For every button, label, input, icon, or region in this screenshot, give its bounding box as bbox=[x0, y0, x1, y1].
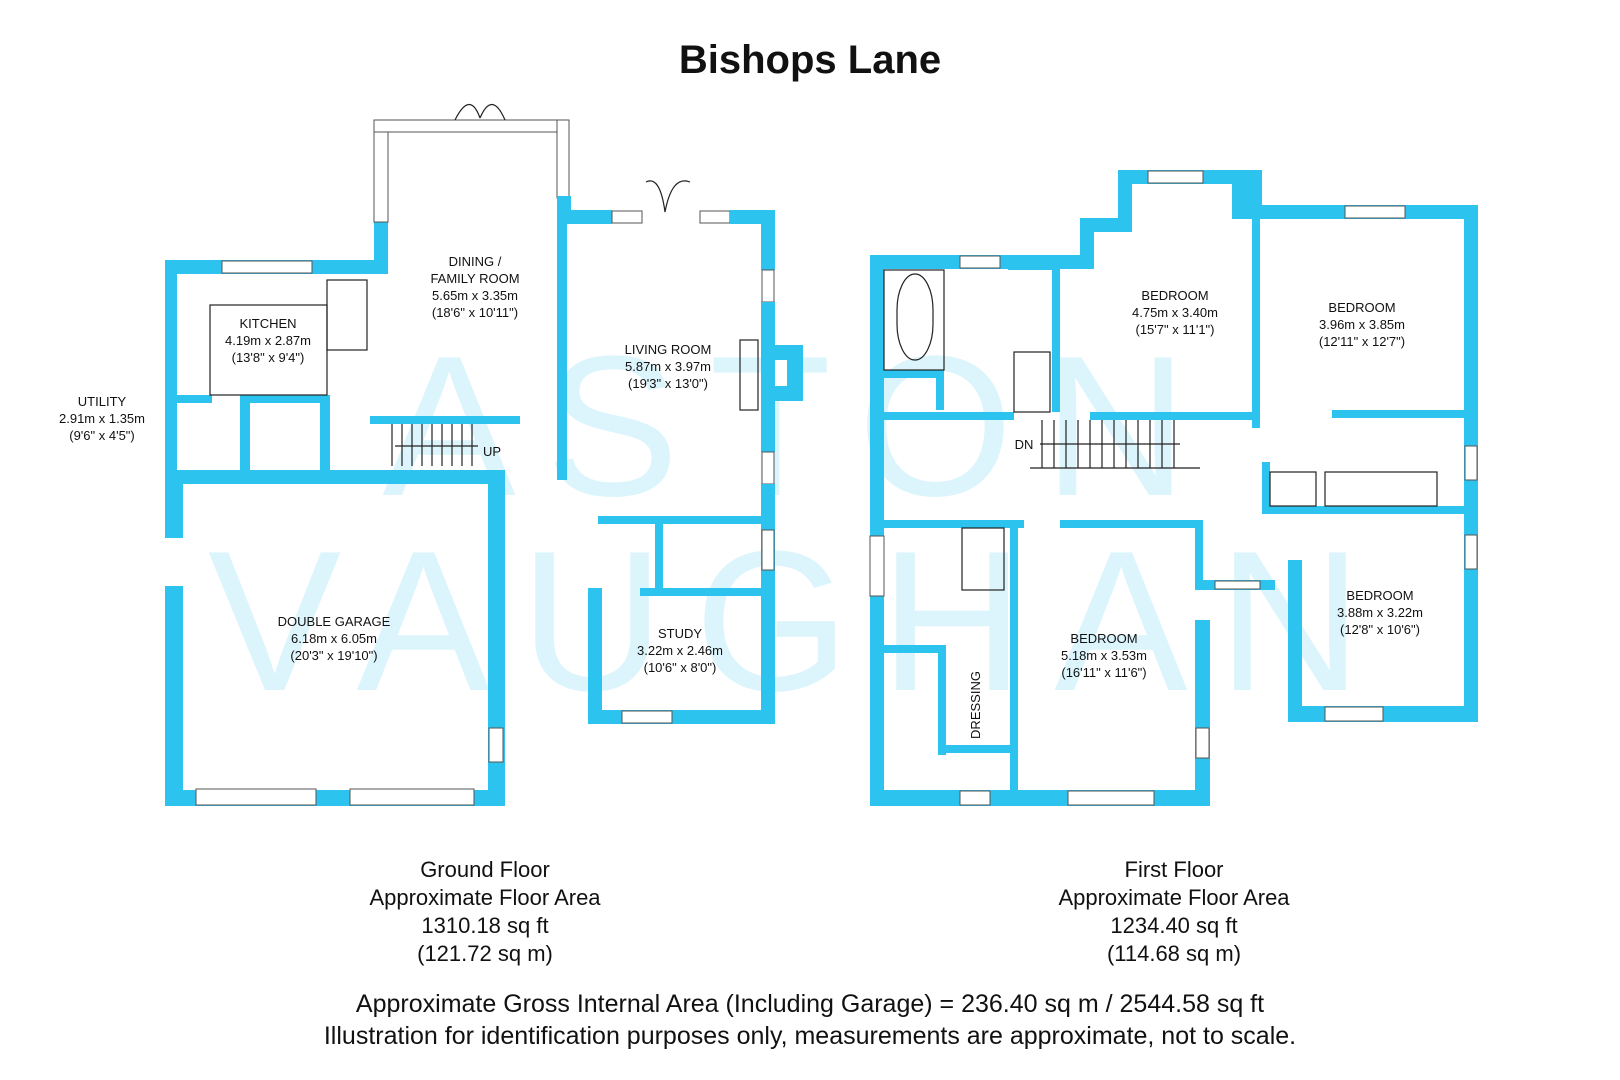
ground-floor-caption: Ground Floor Approximate Floor Area 1310… bbox=[345, 856, 625, 968]
disclaimer-text: Illustration for identification purposes… bbox=[323, 1022, 1297, 1050]
room-name-study: STUDY bbox=[658, 626, 702, 641]
room-size-garage: 6.18m x 6.05m bbox=[291, 631, 377, 646]
first-floor-interior-walls bbox=[883, 218, 1464, 790]
room-size-imperial-dining: (18'6" x 10'11") bbox=[432, 305, 518, 320]
room-name-kitchen: KITCHEN bbox=[239, 316, 296, 331]
room-size-imperial-kitchen: (13'8" x 9'4") bbox=[232, 350, 305, 365]
living-room-walls bbox=[557, 180, 803, 724]
room-name-bedroom-4: BEDROOM bbox=[1070, 631, 1137, 646]
room-size-imperial-garage: (20'3" x 19'10") bbox=[290, 648, 377, 663]
room-name-dining-2: FAMILY ROOM bbox=[430, 271, 519, 286]
room-size-living: 5.87m x 3.97m bbox=[625, 359, 711, 374]
first-floor-caption-line-1: First Floor bbox=[1124, 857, 1224, 882]
page-title: Bishops Lane bbox=[678, 38, 942, 82]
room-size-imperial-bedroom-1: (15'7" x 11'1") bbox=[1136, 322, 1215, 337]
room-name-bedroom-2: BEDROOM bbox=[1328, 300, 1395, 315]
stairs-up-label: UP bbox=[483, 444, 501, 459]
room-size-imperial-utility: (9'6" x 4'5") bbox=[69, 428, 135, 443]
room-size-study: 3.22m x 2.46m bbox=[637, 643, 723, 658]
ground-floor-caption-line-1: Ground Floor bbox=[420, 857, 550, 882]
ground-floor-caption-line-4: (121.72 sq m) bbox=[417, 941, 553, 966]
garage-walls bbox=[164, 470, 505, 806]
first-floor-stairs bbox=[1030, 420, 1200, 469]
room-size-dining: 5.65m x 3.35m bbox=[432, 288, 518, 303]
first-floor-plan bbox=[869, 170, 1478, 806]
room-name-living: LIVING ROOM bbox=[625, 342, 712, 357]
ground-floor-plan bbox=[164, 103, 803, 806]
first-floor-caption: First Floor Approximate Floor Area 1234.… bbox=[1034, 856, 1314, 968]
first-floor-caption-line-3: 1234.40 sq ft bbox=[1110, 913, 1238, 938]
room-size-imperial-bedroom-4: (16'11" x 11'6") bbox=[1061, 665, 1146, 680]
kitchen-walls bbox=[165, 260, 520, 485]
gross-area-text: Approximate Gross Internal Area (Includi… bbox=[355, 990, 1265, 1018]
first-floor-outer-walls bbox=[869, 170, 1478, 806]
room-size-bedroom-1: 4.75m x 3.40m bbox=[1132, 305, 1218, 320]
first-floor-caption-line-4: (114.68 sq m) bbox=[1106, 941, 1242, 966]
study-walls bbox=[588, 520, 775, 724]
room-size-bedroom-3: 3.88m x 3.22m bbox=[1337, 605, 1423, 620]
room-size-imperial-living: (19'3" x 13'0") bbox=[628, 376, 708, 391]
room-size-imperial-bedroom-2: (12'11" x 12'7") bbox=[1319, 334, 1405, 349]
room-size-kitchen: 4.19m x 2.87m bbox=[225, 333, 311, 348]
room-size-imperial-study: (10'6" x 8'0") bbox=[644, 660, 717, 675]
room-name-utility: UTILITY bbox=[78, 394, 127, 409]
ground-floor-labels: DINING / FAMILY ROOM 5.65m x 3.35m (18'6… bbox=[59, 254, 723, 675]
ground-floor-caption-line-3: 1310.18 sq ft bbox=[421, 913, 549, 938]
room-size-bedroom-4: 5.18m x 3.53m bbox=[1061, 648, 1147, 663]
dining-walls bbox=[373, 103, 571, 274]
ground-stairs bbox=[391, 424, 478, 466]
first-floor-caption-line-2: Approximate Floor Area bbox=[1058, 885, 1290, 910]
stairs-down-label: DN bbox=[1015, 437, 1034, 452]
room-name-dining: DINING / bbox=[449, 254, 502, 269]
room-size-utility: 2.91m x 1.35m bbox=[59, 411, 145, 426]
ground-floor-caption-line-2: Approximate Floor Area bbox=[369, 885, 601, 910]
room-name-bedroom-3: BEDROOM bbox=[1346, 588, 1413, 603]
room-size-bedroom-2: 3.96m x 3.85m bbox=[1319, 317, 1405, 332]
room-name-garage: DOUBLE GARAGE bbox=[278, 614, 391, 629]
room-name-bedroom-1: BEDROOM bbox=[1141, 288, 1208, 303]
first-floor-labels: BEDROOM 4.75m x 3.40m (15'7" x 11'1") BE… bbox=[968, 288, 1423, 739]
dressing-label: DRESSING bbox=[968, 671, 983, 739]
watermark-line-2: VAUGHAN bbox=[208, 510, 1392, 733]
room-size-imperial-bedroom-3: (12'8" x 10'6") bbox=[1340, 622, 1420, 637]
